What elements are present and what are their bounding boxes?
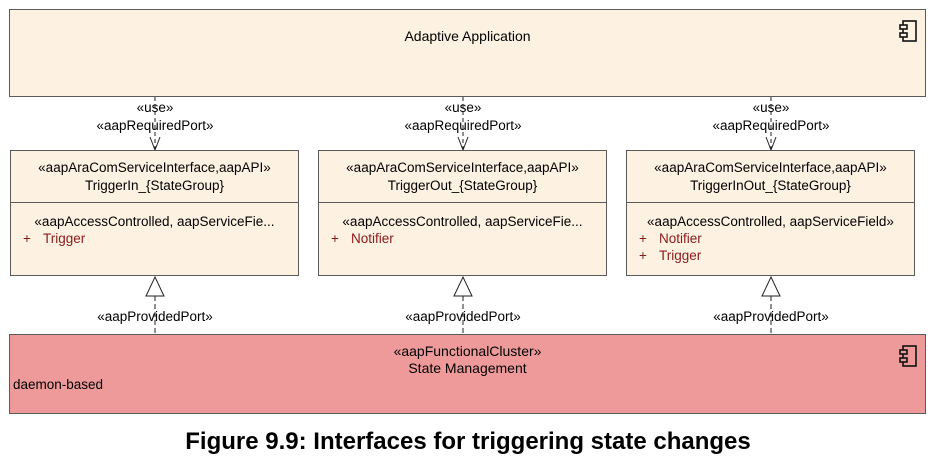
use-label-3: «use» xyxy=(752,100,790,115)
use-label-1: «use» xyxy=(136,100,174,115)
provided-port-label-3: «aapProvidedPort» xyxy=(713,309,829,324)
required-port-label-3: «aapRequiredPort» xyxy=(712,118,830,133)
attribute-item: +Trigger xyxy=(639,248,702,263)
interface-name: TriggerInOut_{StateGroup} xyxy=(690,178,851,193)
interface-stereotype: «aapAraComServiceInterface,aapAPI» xyxy=(654,160,887,175)
provided-port-label-1: «aapProvidedPort» xyxy=(97,309,213,324)
attribute-item: +Notifier xyxy=(639,231,702,246)
cluster-stereotype: «aapFunctionalCluster» xyxy=(393,343,542,359)
interface-stereotype: «aapAraComServiceInterface,aapAPI» xyxy=(346,160,579,175)
attribute-item: +Trigger xyxy=(23,231,86,246)
figure-caption: Figure 9.9: Interfaces for triggering st… xyxy=(185,428,751,455)
realization-1 xyxy=(145,275,165,334)
required-port-label-2: «aapRequiredPort» xyxy=(404,118,522,133)
use-label-2: «use» xyxy=(444,100,482,115)
realization-2 xyxy=(453,275,473,334)
component-icon xyxy=(899,20,917,42)
required-port-label-1: «aapRequiredPort» xyxy=(96,118,214,133)
interface-trigger-out[interactable]: «aapAraComServiceInterface,aapAPI» Trigg… xyxy=(318,150,607,276)
attribute-section-stereotype: «aapAccessControlled, aapServiceFie... xyxy=(34,214,275,229)
interface-name: TriggerIn_{StateGroup} xyxy=(84,178,225,193)
cluster-name: State Management xyxy=(408,360,527,376)
interface-name: TriggerOut_{StateGroup} xyxy=(387,178,538,193)
cluster-note: daemon-based xyxy=(13,377,104,392)
state-management-cluster[interactable]: «aapFunctionalCluster» State Management … xyxy=(9,334,926,414)
attribute-section-stereotype: «aapAccessControlled, aapServiceField» xyxy=(647,214,894,229)
attribute-item: +Notifier xyxy=(331,231,394,246)
interface-trigger-in-out[interactable]: «aapAraComServiceInterface,aapAPI» Trigg… xyxy=(626,150,915,276)
attribute-section-stereotype: «aapAccessControlled, aapServiceFie... xyxy=(342,214,583,229)
component-icon xyxy=(899,345,917,367)
interface-trigger-in[interactable]: «aapAraComServiceInterface,aapAPI» Trigg… xyxy=(10,150,299,276)
adaptive-application-component[interactable]: Adaptive Application xyxy=(9,9,926,97)
provided-port-label-2: «aapProvidedPort» xyxy=(405,309,521,324)
realization-3 xyxy=(761,275,781,334)
interface-stereotype: «aapAraComServiceInterface,aapAPI» xyxy=(38,160,271,175)
application-name: Adaptive Application xyxy=(404,28,531,44)
